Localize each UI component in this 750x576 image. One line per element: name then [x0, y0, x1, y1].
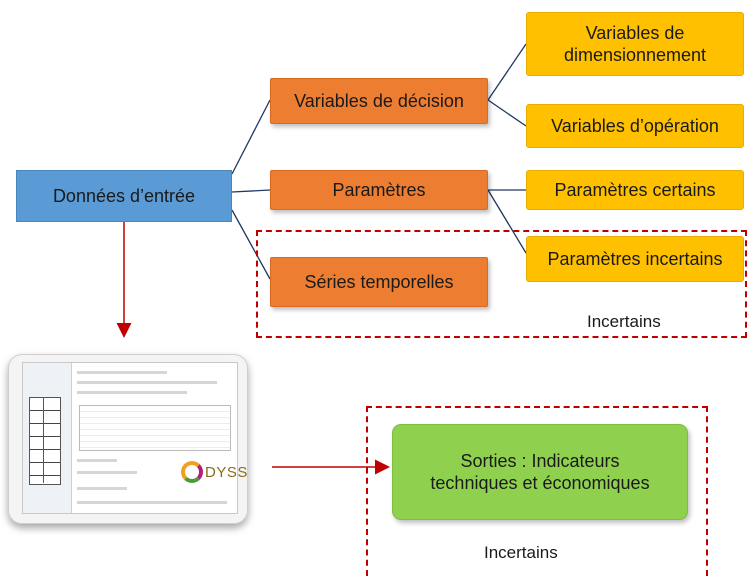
outputs-box: Sorties : Indicateurs techniques et écon… — [392, 424, 688, 520]
odyssey-logo: DYSSEY — [181, 461, 248, 483]
connector-decision-operation — [487, 99, 527, 127]
app-form-row — [77, 459, 117, 462]
system-diagram-line — [43, 397, 44, 483]
connector-input-parametres — [231, 189, 271, 193]
app-status-row — [77, 501, 227, 504]
connector-input-decision — [231, 99, 271, 175]
odyssey-logo-icon — [181, 461, 203, 483]
connector-input-series — [231, 209, 271, 280]
app-toolbar-row — [77, 371, 167, 374]
app-toolbar-row — [77, 381, 217, 384]
system-diagram-icon — [29, 397, 61, 485]
parameters-box: Paramètres — [270, 170, 488, 210]
connector-parametres-incertains — [487, 189, 527, 254]
app-form-row — [77, 487, 127, 490]
app-toolbar-row — [77, 391, 187, 394]
uncertain-parameters-box: Paramètres incertains — [526, 236, 744, 282]
certain-parameters-box: Paramètres certains — [526, 170, 744, 210]
decision-variables-box: Variables de décision — [270, 78, 488, 124]
software-screenshot: DYSSEY — [8, 354, 248, 524]
uncertain-region-bottom — [366, 406, 708, 576]
input-data-box: Données d’entrée — [16, 170, 232, 222]
operation-variables-box: Variables d’opération — [526, 104, 744, 148]
app-form-row — [77, 471, 137, 474]
uncertain-region-top-label: Incertains — [587, 312, 661, 331]
app-data-table — [79, 405, 231, 451]
time-series-box: Séries temporelles — [270, 257, 488, 307]
app-window: DYSSEY — [22, 362, 248, 514]
sizing-variables-box: Variables de dimensionnement — [526, 12, 744, 76]
odyssey-logo-text: DYSSEY — [205, 463, 248, 481]
connector-decision-dimensionnement — [487, 43, 527, 101]
uncertain-region-top — [256, 230, 747, 338]
uncertain-region-bottom-label: Incertains — [484, 543, 558, 562]
